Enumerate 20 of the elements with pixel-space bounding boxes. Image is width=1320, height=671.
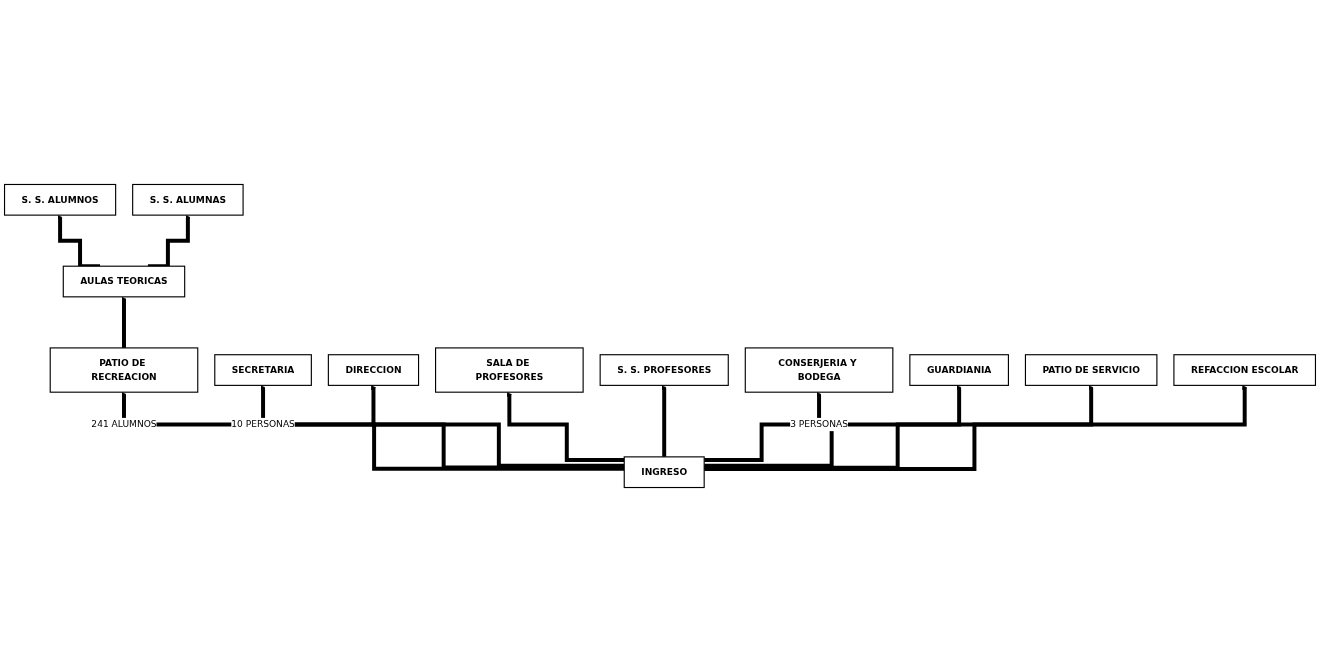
edge-label: 10 PERSONAS (231, 418, 295, 430)
node-box: SALA DE PROFESORES (435, 346, 584, 393)
node-box: S. S. PROFESORES (599, 353, 729, 386)
node-box: DIRECCION (327, 353, 420, 386)
edge-label: 3 PERSONAS (790, 418, 848, 430)
node-box: PATIO DE SERVICIO (1024, 353, 1158, 386)
node-box: PATIO DE RECREACION (49, 346, 199, 393)
node-box: S. S. ALUMNAS (132, 183, 244, 216)
node-box: INGRESO (623, 455, 705, 488)
node-box: CONSERJERIA Y BODEGA (744, 346, 894, 393)
arrow (260, 384, 625, 469)
node-box: GUARDIANIA (909, 353, 1009, 386)
node-box: REFACCION ESCOLAR (1173, 353, 1317, 386)
node-box: SECRETARIA (214, 353, 312, 386)
arrow (370, 384, 625, 468)
arrow (506, 391, 625, 462)
node-box: S. S. ALUMNOS (3, 183, 117, 216)
edge-label: 241 ALUMNOS (91, 418, 157, 430)
node-box: AULAS TEORICAS (62, 265, 186, 297)
arrow (121, 391, 625, 471)
